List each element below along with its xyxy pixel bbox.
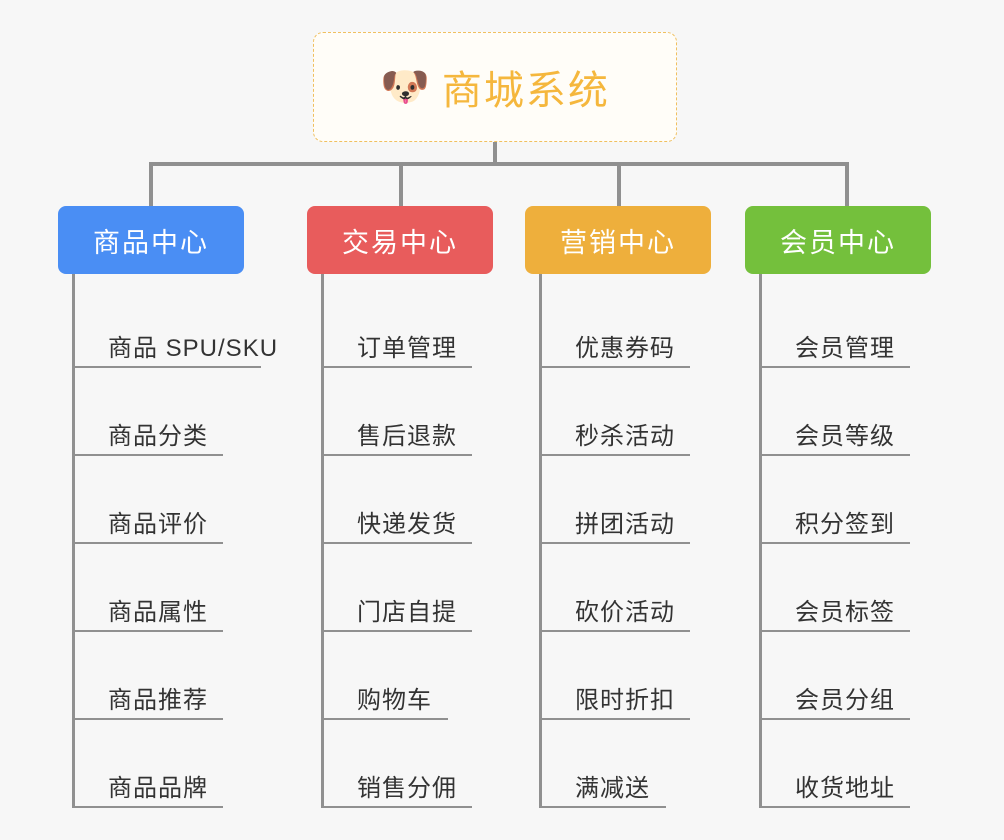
category-label: 会员中心 [780,227,896,258]
category-label: 营销中心 [560,227,676,258]
leaf-label: 优惠券码 [575,334,675,362]
leaf-label: 收货地址 [795,774,895,802]
leaf-item[interactable]: 销售分佣 [324,720,472,808]
leaf-label: 满减送 [575,774,650,802]
leaf-label: 销售分佣 [357,774,457,802]
leaf-item[interactable]: 会员等级 [762,368,910,456]
root-node[interactable]: 🐶 商城系统 [313,32,677,142]
branch-product-center: 商品中心 商品 SPU/SKU 商品分类 商品评价 商品属性 商品推荐 商品品牌 [58,206,277,808]
category-header-product-center[interactable]: 商品中心 [58,206,244,274]
leaf-label: 商品 SPU/SKU [108,334,279,362]
branch-member-center: 会员中心 会员管理 会员等级 积分签到 会员标签 会员分组 收货地址 [745,206,931,808]
shiba-dog-face-icon: 🐶 [380,65,430,109]
leaf-label: 售后退款 [357,422,457,450]
category-header-marketing-center[interactable]: 营销中心 [525,206,711,274]
connector-drop-1 [149,162,153,208]
leaf-label: 会员分组 [795,686,895,714]
leaf-label: 限时折扣 [575,686,675,714]
leaf-item[interactable]: 拼团活动 [542,456,690,544]
leaf-item[interactable]: 订单管理 [324,280,472,368]
leaf-list-marketing-center: 优惠券码 秒杀活动 拼团活动 砍价活动 限时折扣 满减送 [539,274,711,808]
connector-drop-2 [399,162,403,208]
leaf-item[interactable]: 快递发货 [324,456,472,544]
leaf-label: 商品分类 [108,422,208,450]
leaf-label: 秒杀活动 [575,422,675,450]
connector-stem [493,142,497,166]
category-header-trade-center[interactable]: 交易中心 [307,206,493,274]
leaf-item[interactable]: 会员管理 [762,280,910,368]
leaf-item[interactable]: 商品 SPU/SKU [75,280,277,368]
leaf-item[interactable]: 秒杀活动 [542,368,690,456]
branch-marketing-center: 营销中心 优惠券码 秒杀活动 拼团活动 砍价活动 限时折扣 满减送 [525,206,711,808]
leaf-label: 商品属性 [108,598,208,626]
leaf-label: 购物车 [357,686,432,714]
leaf-item[interactable]: 收货地址 [762,720,910,808]
branch-trade-center: 交易中心 订单管理 售后退款 快递发货 门店自提 购物车 销售分佣 [307,206,493,808]
connector-drop-3 [617,162,621,208]
leaf-item[interactable]: 会员标签 [762,544,910,632]
category-label: 商品中心 [93,227,209,258]
leaf-item[interactable]: 限时折扣 [542,632,690,720]
connector-drop-4 [845,162,849,208]
leaf-item[interactable]: 满减送 [542,720,666,808]
leaf-label: 商品评价 [108,510,208,538]
leaf-label: 快递发货 [357,510,457,538]
leaf-label: 会员标签 [795,598,895,626]
leaf-label: 门店自提 [357,598,457,626]
leaf-item[interactable]: 商品评价 [75,456,223,544]
root-title: 商城系统 [441,69,610,113]
leaf-label: 会员管理 [795,334,895,362]
leaf-item[interactable]: 商品属性 [75,544,223,632]
leaf-label: 商品推荐 [108,686,208,714]
leaf-item[interactable]: 门店自提 [324,544,472,632]
category-label: 交易中心 [342,227,458,258]
leaf-list-trade-center: 订单管理 售后退款 快递发货 门店自提 购物车 销售分佣 [321,274,493,808]
leaf-item[interactable]: 购物车 [324,632,448,720]
leaf-label: 订单管理 [357,334,457,362]
leaf-list-member-center: 会员管理 会员等级 积分签到 会员标签 会员分组 收货地址 [759,274,931,808]
leaf-item[interactable]: 会员分组 [762,632,910,720]
leaf-item[interactable]: 积分签到 [762,456,910,544]
leaf-item[interactable]: 商品分类 [75,368,223,456]
leaf-item[interactable]: 售后退款 [324,368,472,456]
category-header-member-center[interactable]: 会员中心 [745,206,931,274]
leaf-list-product-center: 商品 SPU/SKU 商品分类 商品评价 商品属性 商品推荐 商品品牌 [72,274,277,808]
leaf-label: 积分签到 [795,510,895,538]
leaf-label: 会员等级 [795,422,895,450]
leaf-item[interactable]: 商品品牌 [75,720,223,808]
leaf-item[interactable]: 商品推荐 [75,632,223,720]
leaf-item[interactable]: 砍价活动 [542,544,690,632]
leaf-label: 商品品牌 [108,774,208,802]
leaf-label: 砍价活动 [575,598,675,626]
leaf-label: 拼团活动 [575,510,675,538]
connector-bus [149,162,849,166]
leaf-item[interactable]: 优惠券码 [542,280,690,368]
